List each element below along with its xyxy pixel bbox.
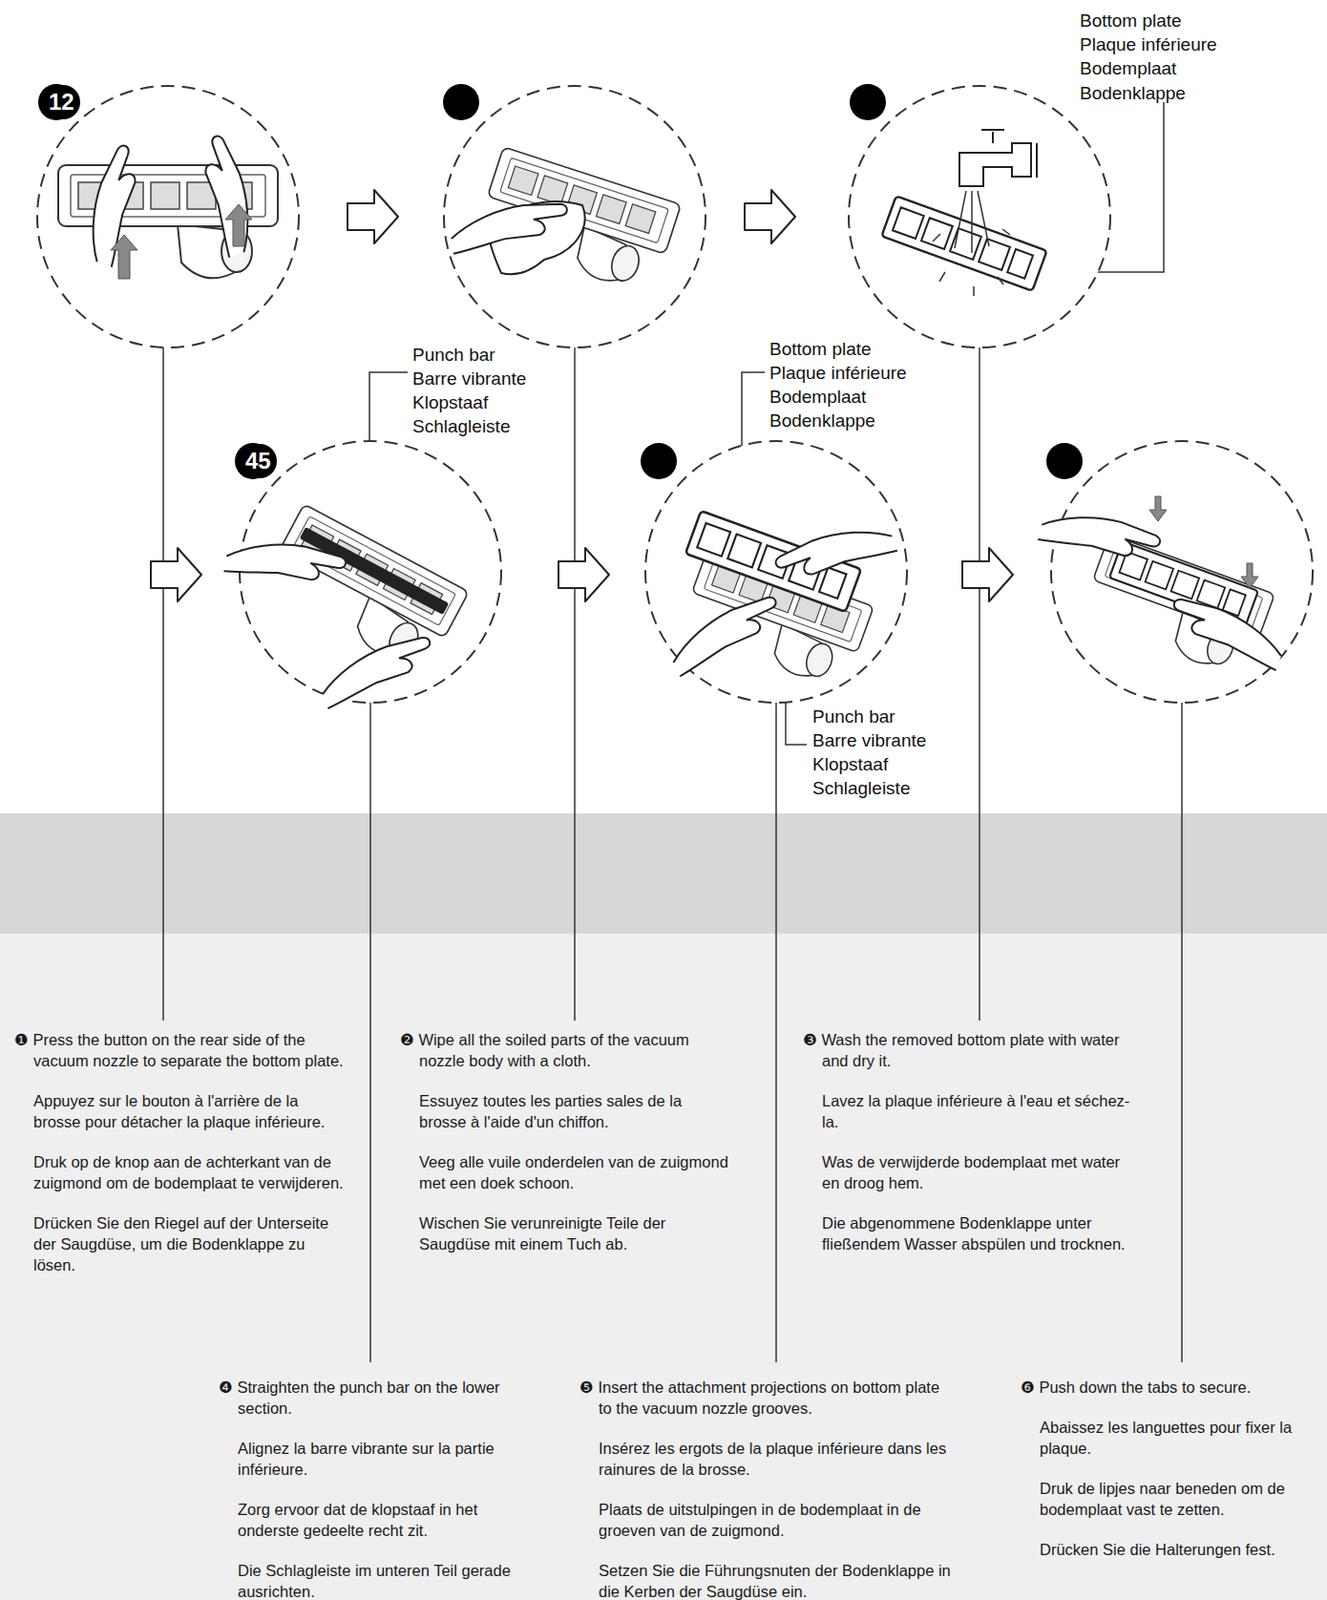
step-text: ❸ Wash the removed bottom plate with wat… [802, 1029, 1138, 1255]
hand [1164, 593, 1289, 671]
step-text: ❶ Press the button on the rear side of t… [14, 1029, 349, 1276]
step-circle [443, 85, 706, 348]
step-text: ❻ Push down the tabs to secure. Abaissez … [1020, 1376, 1307, 1560]
bottom-plate [1109, 541, 1259, 628]
nozzle-group [258, 504, 469, 677]
translation-text: Lavez la plaque inférieure à l'eau et sé… [802, 1090, 1138, 1133]
part-label: Bodemplaat [769, 384, 866, 409]
step-dot [1046, 442, 1083, 480]
callout-number: 45 [239, 443, 277, 479]
block-arrow [347, 189, 399, 244]
translation-text: Insérez les ergots de la plaque inférieu… [579, 1437, 952, 1480]
step-circle [848, 85, 1111, 348]
translation-text: Drücken Sie den Riegel auf der Unterseit… [14, 1212, 349, 1276]
instruction-text: ❶ Press the button on the rear side of t… [14, 1029, 349, 1072]
callout-number: 12 [42, 84, 81, 120]
nozzle [258, 504, 469, 677]
hand [447, 199, 571, 254]
leader-line [162, 347, 165, 1021]
instruction-text: ❷ Wipe all the soiled parts of the vacuu… [400, 1029, 730, 1072]
punch-bar [299, 526, 449, 615]
part-label: Barre vibrante [412, 366, 527, 391]
step-circles [37, 85, 1313, 703]
step-dots [38, 84, 1083, 480]
translation-text: Was de verwijderde bodemplaat met water … [802, 1151, 1138, 1194]
step-circle [645, 441, 907, 703]
instruction-text: ❸ Wash the removed bottom plate with wat… [802, 1029, 1138, 1072]
step-text: ❷ Wipe all the soiled parts of the vacuu… [400, 1029, 730, 1255]
part-label: Punch bar [812, 704, 896, 729]
step-dot [849, 84, 886, 121]
water [932, 190, 1011, 296]
leader-line [1180, 702, 1183, 1363]
leader-line [775, 702, 778, 1363]
step-dot [640, 442, 677, 480]
hand [315, 631, 440, 709]
step-text: ❹ Straighten the punch bar on the lower … [218, 1376, 534, 1600]
leader-line [978, 347, 981, 1021]
translation-text: Abaissez les languettes pour fixer la pl… [1020, 1416, 1307, 1459]
translation-text: Setzen Sie die Führungsnuten der Bodenkl… [579, 1559, 952, 1600]
lift-arrow [110, 234, 138, 279]
hand [663, 591, 787, 677]
translation-text: Zorg ervoor dat de klopstaaf in het onde… [218, 1498, 534, 1541]
part-label: Bodenklappe [1079, 81, 1186, 106]
faucet-handle [981, 129, 1037, 178]
hand [772, 514, 897, 591]
part-label: Plaque inférieure [1079, 32, 1218, 57]
translation-text: Die abgenommene Bodenklappe unter fließe… [802, 1212, 1138, 1255]
part-label: Klopstaaf [412, 390, 488, 415]
part-label: Schlagleiste [812, 776, 910, 801]
translation-text: Die Schlagleiste im unteren Teil gerade … [218, 1559, 534, 1600]
text-panel [0, 933, 1327, 1600]
bottom-plate [881, 195, 1047, 292]
step-circle [1051, 441, 1313, 703]
step-text: ❺ Insert the attachment projections on b… [579, 1376, 952, 1600]
instruction-text: ❺ Insert the attachment projections on b… [579, 1376, 952, 1419]
part-label: Bodenklappe [769, 408, 876, 433]
press-arrow [1241, 563, 1259, 589]
part-label: Klopstaaf [812, 752, 888, 777]
step-circle [37, 85, 299, 348]
hand [1037, 502, 1162, 570]
translation-text: Alignez la barre vibrante sur la partie … [218, 1437, 534, 1480]
block-arrow [744, 189, 796, 244]
translation-text: Wischen Sie verunreinigte Teile der Saug… [400, 1212, 730, 1255]
translation-text: Veeg alle vuile onderdelen van de zuigmo… [400, 1151, 730, 1194]
press-arrow [1149, 496, 1167, 522]
part-label: Punch bar [412, 342, 496, 367]
translation-text: Essuyez toutes les parties sales de la b… [400, 1090, 730, 1133]
part-label: Plaque inférieure [769, 360, 907, 385]
step-dot [442, 84, 480, 121]
part-label: Bottom plate [769, 337, 872, 361]
translation-text: Druk de lipjes naar beneden om de bodemp… [1020, 1477, 1307, 1520]
instruction-text: ❹ Straighten the punch bar on the lower … [218, 1376, 534, 1419]
instruction-text: ❻ Push down the tabs to secure. [1020, 1376, 1307, 1398]
part-label: Bottom plate [1079, 8, 1182, 33]
leader-line [573, 347, 576, 1021]
block-arrow [558, 547, 610, 602]
hand [189, 132, 266, 257]
block-arrow [962, 547, 1013, 602]
block-arrow [150, 547, 202, 602]
gray-band [0, 813, 1327, 934]
lift-arrow [225, 204, 253, 247]
hand [224, 533, 348, 592]
faucet [959, 143, 1032, 187]
translation-text: Appuyez sur le bouton à l'arrière de la … [14, 1090, 349, 1133]
part-label: Schlagleiste [412, 414, 510, 439]
translation-text: Plaats de uitstulpingen in de bodemplaat… [579, 1498, 952, 1541]
nozzle [58, 165, 278, 278]
translation-text: Drücken Sie die Halterungen fest. [1020, 1538, 1307, 1560]
part-label: Bodemplaat [1079, 56, 1177, 81]
translation-text: Druk op de knop aan de achterkant van de… [14, 1151, 349, 1194]
part-label: Barre vibrante [812, 728, 927, 753]
leader-line [369, 702, 372, 1363]
